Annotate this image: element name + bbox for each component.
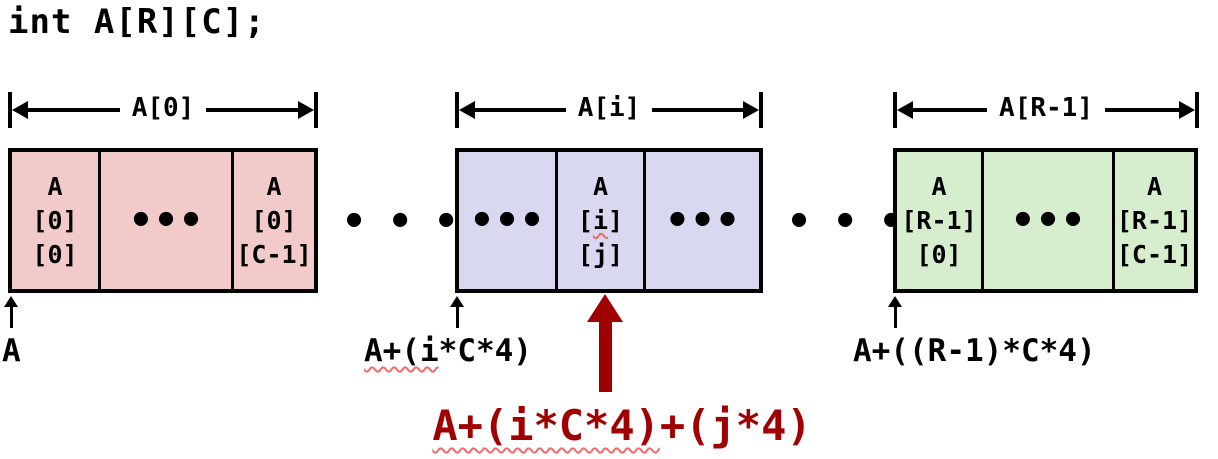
extent-line-left bbox=[459, 92, 566, 128]
row-block-alast: A [R-1] [0] ••• A [R-1] [C-1] bbox=[893, 148, 1198, 293]
between-rows-ellipsis: ••• bbox=[787, 199, 926, 245]
extent-endbar bbox=[8, 92, 12, 128]
address-label-row0: A bbox=[2, 333, 21, 369]
arrowhead-left-icon bbox=[459, 101, 475, 119]
address-label-rowlast: A+((R-1)*C*4) bbox=[853, 333, 1096, 369]
extent-label-rowi: A[i] bbox=[577, 93, 641, 123]
cell-ai-j: A [i] [j] bbox=[558, 152, 646, 289]
ellipsis-dots: ••• bbox=[469, 197, 546, 244]
target-address-label: A+(i*C*4)+(j*4) bbox=[432, 401, 812, 450]
address-pointer-rowi bbox=[449, 296, 465, 328]
extent-line-right bbox=[206, 92, 314, 128]
address-pointer-row0 bbox=[3, 296, 19, 328]
ellipsis-dots: ••• bbox=[128, 197, 205, 244]
cell-a0-ellipsis: ••• bbox=[101, 152, 234, 289]
arrowhead-left-icon bbox=[897, 101, 913, 119]
up-arrowhead-icon bbox=[4, 296, 18, 307]
extent-label-row0: A[0] bbox=[131, 93, 195, 123]
row-block-ai: ••• A [i] [j] ••• bbox=[455, 148, 763, 293]
extent-line-left bbox=[12, 92, 120, 128]
arrowhead-right-icon bbox=[1179, 101, 1196, 119]
between-rows-ellipsis: ••• bbox=[342, 199, 481, 245]
extent-label-rowlast: A[R-1] bbox=[999, 93, 1093, 123]
ellipsis-dots: ••• bbox=[665, 197, 741, 244]
spellcheck-squiggle: A+(i bbox=[364, 333, 439, 369]
extent-line-right bbox=[652, 92, 759, 128]
spellcheck-squiggle: A+(i*C*4) bbox=[432, 401, 660, 450]
cell-alast-clast: A [R-1] [C-1] bbox=[1116, 171, 1193, 269]
extent-endbar bbox=[314, 92, 318, 128]
extent-line-left bbox=[897, 92, 988, 128]
target-element-arrow bbox=[587, 294, 623, 392]
red-up-arrowhead-icon bbox=[587, 294, 623, 322]
row-block-a0: A [0] [0] ••• A [0] [C-1] bbox=[8, 148, 318, 293]
extent-arrow-rowlast: A[R-1] bbox=[893, 92, 1200, 128]
cell-a0-0: A [0] [0] bbox=[12, 152, 101, 289]
extent-endbar bbox=[893, 92, 897, 128]
cell-alast-0: A [R-1] [0] bbox=[897, 152, 984, 289]
cell-ai-ellipsis-left: ••• bbox=[459, 152, 558, 289]
extent-endbar bbox=[759, 92, 763, 128]
extent-arrow-rowi: A[i] bbox=[455, 92, 763, 128]
cell-a0-clast: A [0] [C-1] bbox=[236, 171, 312, 269]
spellcheck-squiggle: i bbox=[592, 205, 609, 235]
extent-arrow-row0: A[0] bbox=[8, 92, 318, 128]
up-arrowhead-icon bbox=[888, 296, 902, 307]
extent-endbar bbox=[1195, 92, 1200, 128]
ellipsis-dots: ••• bbox=[1010, 197, 1087, 244]
address-label-rowi: A+(i*C*4) bbox=[364, 333, 532, 369]
cell-alast-ellipsis: ••• bbox=[984, 152, 1115, 289]
address-pointer-rowlast bbox=[887, 296, 903, 328]
arrowhead-left-icon bbox=[12, 101, 28, 119]
code-declaration: int A[R][C]; bbox=[8, 2, 266, 42]
up-arrowhead-icon bbox=[450, 296, 464, 307]
extent-line-right bbox=[1104, 92, 1196, 128]
extent-endbar bbox=[455, 92, 459, 128]
cell-ai-ellipsis-right: ••• bbox=[646, 152, 759, 289]
arrowhead-right-icon bbox=[743, 101, 759, 119]
arrowhead-right-icon bbox=[298, 101, 314, 119]
